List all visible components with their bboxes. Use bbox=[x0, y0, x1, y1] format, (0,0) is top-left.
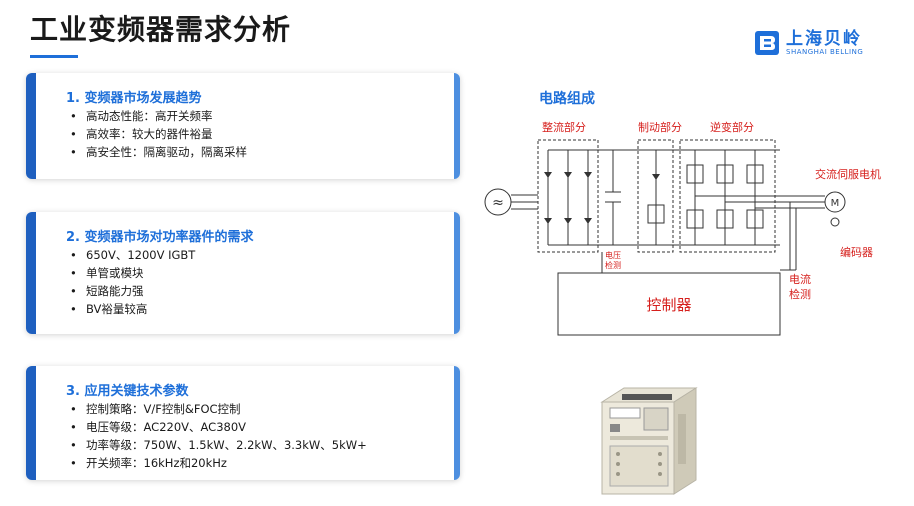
label-current-detect: 电流 bbox=[789, 272, 811, 286]
card-title: 1. 变频器市场发展趋势 bbox=[66, 91, 202, 106]
logo-en: SHANGHAI BELLING bbox=[786, 48, 864, 56]
list-item: 短路能力强 bbox=[70, 282, 195, 300]
label-motor: 交流伺服电机 bbox=[815, 167, 881, 181]
title-underline bbox=[30, 55, 78, 58]
label-inverter: 逆变部分 bbox=[710, 120, 754, 134]
circuit-heading: 电路组成 bbox=[539, 91, 595, 107]
ac-source-icon: ≈ bbox=[492, 195, 504, 211]
list-item: 控制策略：V/F控制&FOC控制 bbox=[70, 400, 367, 418]
label-rectifier: 整流部分 bbox=[542, 120, 586, 134]
label-voltage-detect: 电压 bbox=[605, 250, 621, 260]
list-item: 高动态性能：高开关频率 bbox=[70, 107, 247, 125]
circuit-diagram: ≈ M 整流部分 制动部分 逆变部分 交流伺服电机 编码器 电压 检测 电流 检… bbox=[484, 120, 881, 336]
company-logo: 上海贝岭 SHANGHAI BELLING bbox=[754, 30, 863, 56]
label-current-detect-2: 检测 bbox=[789, 287, 811, 301]
label-brake: 制动部分 bbox=[638, 120, 682, 134]
label-encoder: 编码器 bbox=[840, 245, 873, 259]
label-controller: 控制器 bbox=[646, 296, 691, 314]
list-item: 高安全性：隔离驱动，隔离采样 bbox=[70, 143, 247, 161]
list-item: 功率等级：750W、1.5kW、2.2kW、3.3kW、5kW+ bbox=[70, 436, 367, 454]
logo-cn: 上海贝岭 bbox=[786, 29, 862, 49]
card-title: 2. 变频器市场对功率器件的需求 bbox=[66, 230, 254, 245]
list-item: 开关频率：16kHz和20kHz bbox=[70, 454, 367, 472]
list-item: BV裕量较高 bbox=[70, 300, 195, 318]
label-voltage-detect-2: 检测 bbox=[605, 260, 621, 270]
card-key-parameters: 3. 应用关键技术参数 控制策略：V/F控制&FOC控制 电压等级：AC220V… bbox=[26, 366, 460, 480]
list-item: 单管或模块 bbox=[70, 264, 195, 282]
card-list: 650V、1200V IGBT 单管或模块 短路能力强 BV裕量较高 bbox=[70, 246, 195, 318]
belling-logo-icon bbox=[755, 31, 779, 55]
motor-symbol: M bbox=[831, 198, 840, 209]
servo-drive-photo bbox=[600, 387, 698, 495]
list-item: 650V、1200V IGBT bbox=[70, 246, 195, 264]
page-title: 工业变频器需求分析 bbox=[30, 13, 292, 46]
card-list: 高动态性能：高开关频率 高效率：较大的器件裕量 高安全性：隔离驱动，隔离采样 bbox=[70, 107, 247, 161]
list-item: 高效率：较大的器件裕量 bbox=[70, 125, 247, 143]
card-title: 3. 应用关键技术参数 bbox=[66, 384, 189, 399]
card-list: 控制策略：V/F控制&FOC控制 电压等级：AC220V、AC380V 功率等级… bbox=[70, 400, 367, 472]
card-market-trend: 1. 变频器市场发展趋势 高动态性能：高开关频率 高效率：较大的器件裕量 高安全… bbox=[26, 73, 460, 179]
card-device-requirements: 2. 变频器市场对功率器件的需求 650V、1200V IGBT 单管或模块 短… bbox=[26, 212, 460, 334]
list-item: 电压等级：AC220V、AC380V bbox=[70, 418, 367, 436]
